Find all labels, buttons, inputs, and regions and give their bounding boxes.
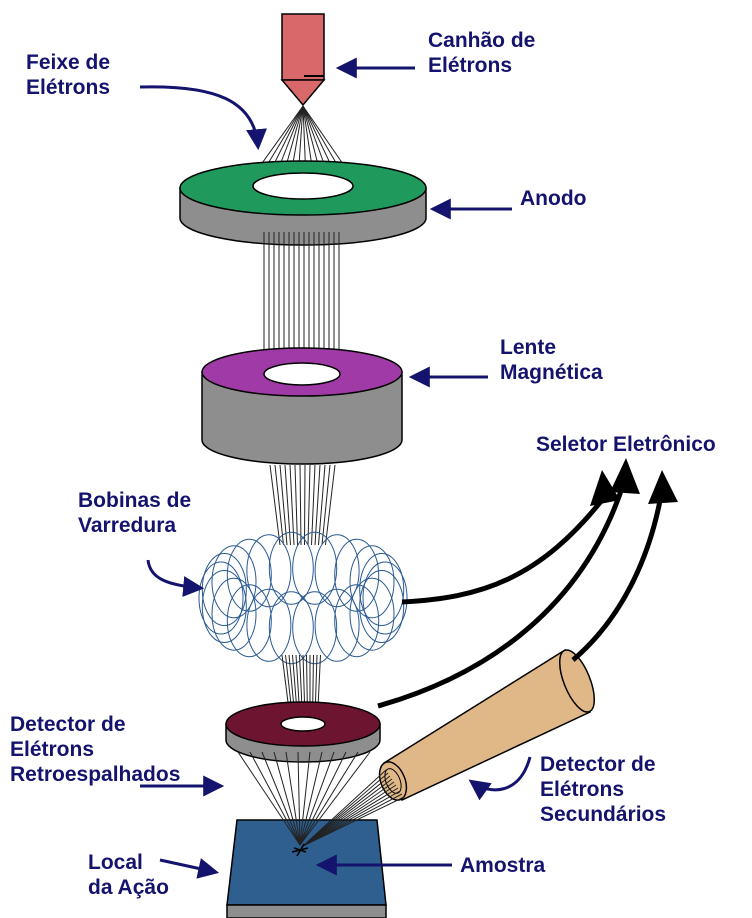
label-sample: Amostra [460, 853, 545, 878]
signal-cables [378, 482, 662, 706]
label-scan-coils: Bobinas de Varredura [78, 488, 191, 538]
electron-beam-parallel [264, 232, 339, 352]
label-electron-gun: Canhão de Elétrons [428, 28, 535, 78]
label-electronic-selector: Seletor Eletrônico [536, 432, 716, 457]
label-anode: Anodo [520, 186, 586, 211]
anode [180, 161, 426, 245]
electron-gun [282, 14, 324, 105]
scan-coils [199, 532, 407, 663]
label-backscatter-detector: Detector de Elétrons Retroespalhados [10, 712, 180, 787]
label-action-site: Local da Ação [88, 850, 169, 900]
signal-arrowheads [590, 458, 678, 506]
label-electron-beam: Feixe de Elétrons [26, 50, 110, 100]
label-magnetic-lens: Lente Magnética [500, 335, 603, 385]
label-secondary-detector: Detector de Elétrons Secundários [540, 752, 666, 827]
electron-beam-focused [270, 465, 335, 545]
magnetic-lens [202, 348, 402, 464]
